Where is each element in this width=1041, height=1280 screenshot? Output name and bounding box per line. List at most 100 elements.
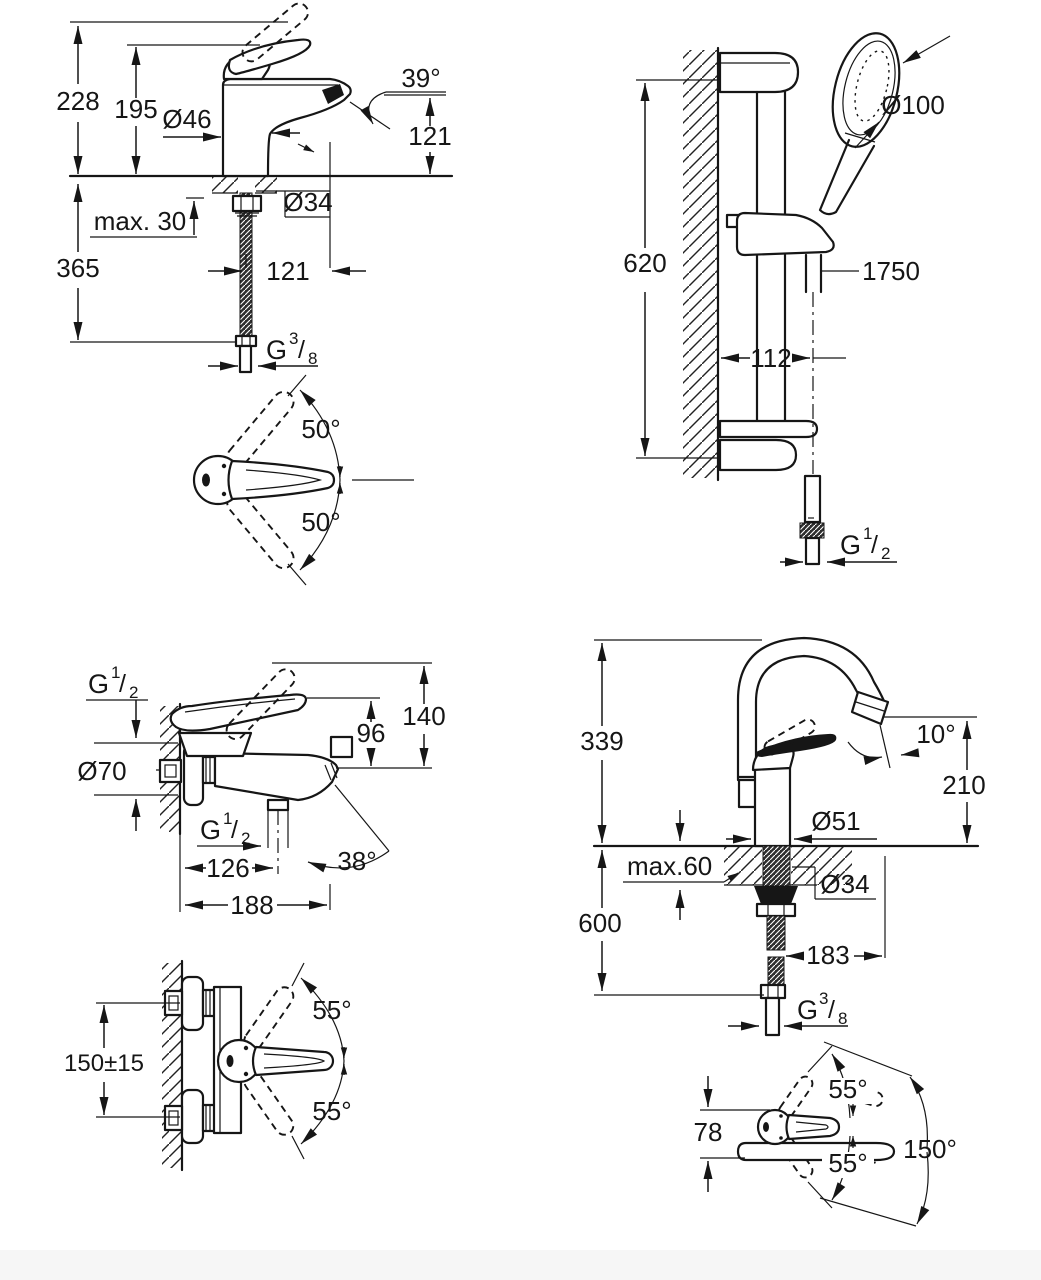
hose-connector-nut [234,334,258,348]
dim-body-height: 96 [357,718,386,748]
dim-deck-max: max. 30 [94,206,187,236]
handle-down-dashed [226,492,295,570]
dim-hole-dia: Ø34 [820,869,869,899]
mounting-nut [231,194,263,213]
thread-outlet-slash: / [231,816,238,844]
hose-connector-nut [759,983,787,1000]
deck-hatch [724,847,762,885]
union-thread [201,755,217,785]
thread-den: 8 [838,1009,847,1028]
dim-spout-angle: 39° [401,63,440,93]
angle-up: 55° [828,1074,867,1104]
sink-mixer-rotation-view: 55° 55° 150° 78 [694,1041,957,1227]
dim-outlet-height: 210 [942,770,985,800]
handle-logo-dot [226,1055,234,1067]
stream-arrow [297,143,315,153]
thread-num: 1 [863,524,872,543]
threaded-shank [762,845,791,887]
thread-outlet-den: 2 [241,829,250,848]
shower-head-rim [842,40,896,136]
dim-flange-dia: Ø70 [77,756,126,786]
dim-total-height: 228 [56,86,99,116]
stream-line [879,724,891,769]
spout-outlet [850,690,890,726]
thread-g: G [840,530,861,560]
dim-hose-length: 1750 [862,256,920,286]
hose-thread [804,536,821,566]
dim-outlet-offset: 126 [206,853,249,883]
supply-hose-lower [767,956,785,986]
dim-depth-below: 365 [56,253,99,283]
deck-hatch [255,177,277,193]
escutcheon-top [180,975,205,1032]
spout-arch-outer [736,636,886,782]
thread-slash: / [828,996,835,1024]
cartridge [177,731,253,758]
angle-down: 50° [301,507,340,537]
mounting-bracket [755,902,797,918]
dim-spout-reach: 188 [230,890,273,920]
lever-raised-dashed [241,2,309,63]
handle-logo-dot [763,1122,769,1132]
thread-den: 8 [308,349,317,368]
dim-centers: 150±15 [64,1050,144,1077]
mounting-cone [754,886,798,904]
thread-g: G [797,995,818,1025]
dim-body-dia: Ø46 [162,104,211,134]
angle-down: 55° [312,1096,351,1126]
lever-handle [169,693,308,732]
wall-hatch [683,50,718,478]
hose-end [803,474,822,524]
supply-hose [766,915,786,951]
bath-mixer-front-view: 55° 55° 150±15 [64,959,352,1172]
union-nut [158,758,183,784]
thread-slash: / [871,531,878,559]
dim-wall-offset: 112 [750,343,791,373]
dim-handle-height: 78 [694,1117,723,1147]
lever-raised-dashed [225,668,296,741]
thread-den: 2 [881,544,890,563]
hose-nut [799,522,825,539]
shower-handle [818,138,876,216]
dim-deck-max: max.60 [627,851,712,881]
thread-inlet-num: 1 [111,663,120,682]
dim-total-height: 140 [402,701,445,731]
rail-bracket-top [718,51,800,94]
mixer-column [753,766,792,848]
dim-depth-below: 600 [578,908,621,938]
dim-spout-angle: 10° [916,719,955,749]
deck-hatch [791,847,852,885]
thread-inlet-slash: / [119,670,126,698]
thread-inlet-den: 2 [129,683,138,702]
lever-handle [227,38,312,76]
lever-raised-dashed [763,718,816,756]
dim-body-dia: Ø51 [811,806,860,836]
spray-face-dots [854,50,890,122]
handle-lever [785,1113,841,1141]
shower-holder [735,211,835,257]
thread-inlet-g: G [88,669,109,699]
lever-handle [755,733,837,757]
shower-outlet [266,798,290,812]
dim-body-height: 195 [114,94,157,124]
drawing-bath-mixer-side: G 1 / 2 Ø70 140 96 G 1 / 2 126 188 38° [77,662,446,920]
angle-swivel: 150° [903,1134,957,1164]
footer-strip [0,1250,1041,1280]
dim-head-dia: Ø100 [881,90,945,120]
handle-logo-dot [202,473,210,487]
thread-slash: / [298,336,305,364]
thread-g: G [266,335,287,365]
deck-hatch [212,177,238,193]
basin-handle-swing-view: 50° 50° [192,374,414,586]
dim-hole-dia: Ø34 [283,187,332,217]
aerator [322,84,344,104]
handle-lever [251,1045,335,1077]
angle-up: 55° [312,995,351,1025]
dim-total-height: 339 [580,726,623,756]
drawing-shower-rail-set: 620 Ø100 1750 112 G 1 / 2 [623,32,951,567]
union-nut-bottom [163,1104,184,1132]
hose-thread-end [764,996,781,1037]
handle-up-dashed [226,390,295,468]
drawing-basin-mixer: 228 195 Ø46 39° 121 max. 30 Ø34 365 121 … [56,2,454,374]
diverter-knob [329,735,354,759]
